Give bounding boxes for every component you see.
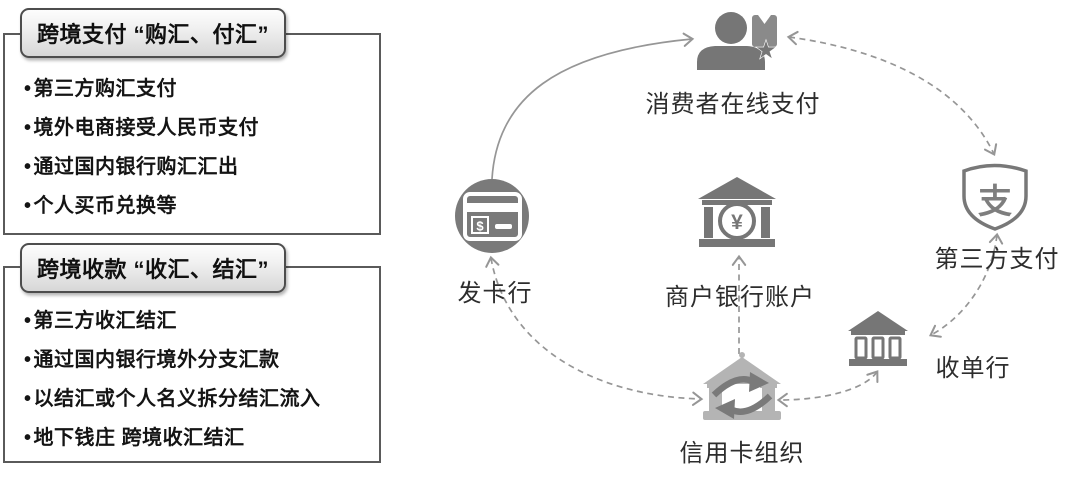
edge-cardorg-issuer (485, 255, 704, 406)
person-star-icon: ★ (697, 12, 777, 70)
exchange-clearing-icon (703, 352, 781, 420)
star-badge-glyph: ★ (755, 37, 777, 64)
list-item: 通过国内银行境外分支汇款 (24, 341, 321, 380)
dollar-glyph: $ (476, 219, 484, 234)
issuer-label: 发卡行 (457, 280, 533, 307)
list-item: 第三方购汇支付 (24, 70, 259, 109)
edge-issuer-to-consumer (491, 32, 695, 180)
bank-columns-icon (848, 311, 908, 366)
collection-inflow-list: 第三方收汇结汇 通过国内银行境外分支汇款 以结汇或个人名义拆分结汇流入 地下钱庄… (24, 302, 321, 458)
payment-outflow-header: 跨境支付 “购汇、付汇” (20, 8, 286, 58)
edges (485, 30, 1004, 408)
list-item: 以结汇或个人名义拆分结汇流入 (24, 380, 321, 419)
credit-card-circle-icon: $ (455, 179, 529, 253)
edge-consumer-thirdparty (786, 30, 998, 157)
list-item: 境外电商接受人民币支付 (24, 109, 259, 148)
edge-acquirer-cardorg (776, 370, 879, 408)
list-item: 通过国内银行购汇汇出 (24, 148, 259, 187)
edge-thirdparty-acquirer (928, 232, 1004, 338)
yuan-glyph: ¥ (731, 211, 743, 234)
acquirer-label: 收单行 (935, 355, 1011, 382)
list-item: 地下钱庄 跨境收汇结汇 (24, 419, 321, 458)
payment-outflow-list: 第三方购汇支付 境外电商接受人民币支付 通过国内银行购汇汇出 个人买币兑换等 (24, 70, 259, 226)
merchant-bank-label: 商户银行账户 (665, 284, 815, 311)
third-party-label: 第三方支付 (934, 246, 1060, 273)
shield-pay-icon: 支 (962, 163, 1028, 231)
card-org-label: 信用卡组织 (679, 440, 805, 467)
bank-yuan-icon: ¥ (698, 177, 776, 247)
consumer-label: 消费者在线支付 (645, 91, 821, 118)
shield-glyph: 支 (978, 183, 1012, 221)
collection-inflow-header: 跨境收款 “收汇、结汇” (20, 243, 286, 293)
list-item: 个人买币兑换等 (24, 187, 259, 226)
list-item: 第三方收汇结汇 (24, 302, 321, 341)
